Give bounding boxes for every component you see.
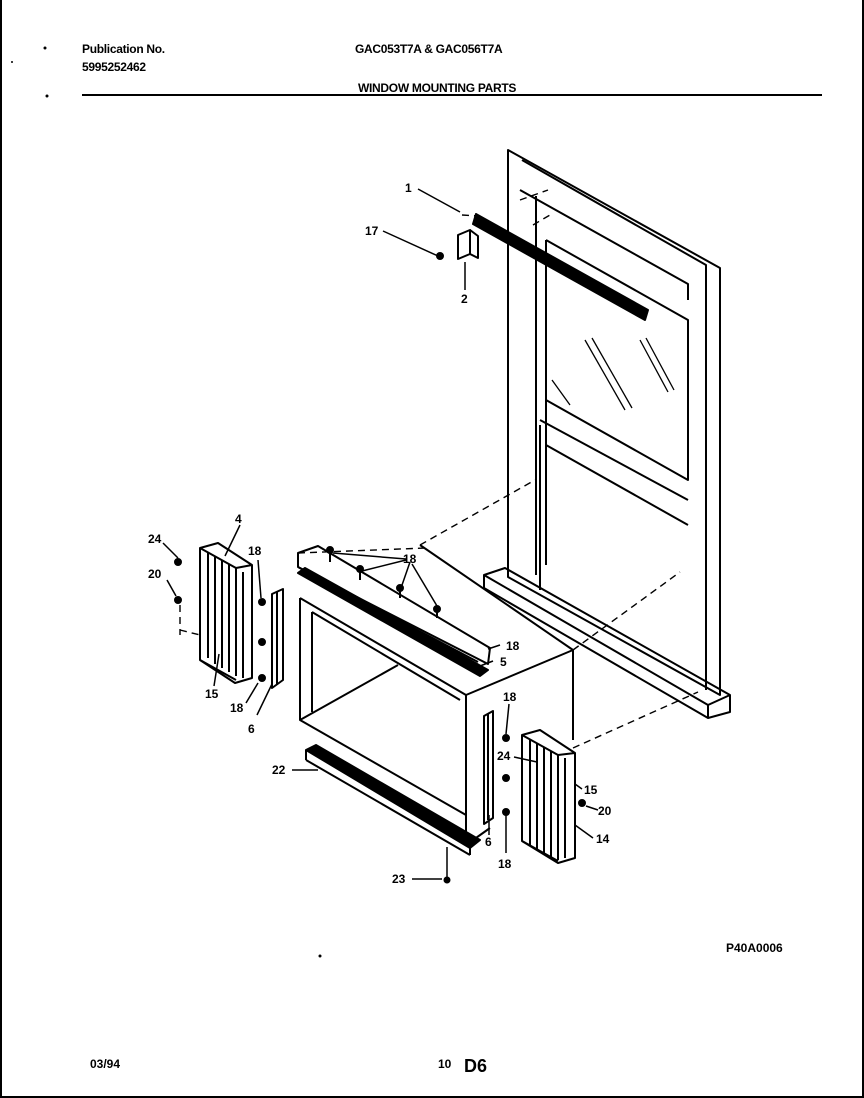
right-side-curtain-part-15 (521, 729, 576, 864)
diagram-id: P40A0006 (726, 941, 783, 955)
section-title: WINDOW MOUNTING PARTS (358, 81, 517, 95)
screws-part-18-top (326, 546, 441, 618)
publication-number: 5995252462 (82, 60, 146, 74)
page-border-right (862, 0, 864, 1098)
callout-20-right: 20 (598, 804, 612, 818)
callout-5: 5 (500, 655, 507, 669)
callout-15-right: 15 (584, 783, 598, 797)
callout-leader-lines (162, 188, 599, 880)
scan-specks (11, 46, 322, 958)
right-channel-part-6 (483, 710, 494, 825)
top-rail-part-1 (472, 213, 649, 321)
callout-15-left: 15 (205, 687, 219, 701)
left-channel-part-6 (271, 588, 284, 689)
installation-guide-lines (179, 189, 699, 749)
callout-18-angle: 18 (506, 639, 520, 653)
footer-page-number: 10 (438, 1057, 452, 1071)
screws-part-18-left (258, 598, 266, 682)
callout-6-right: 6 (485, 835, 492, 849)
callout-18-left-top: 18 (248, 544, 262, 558)
page-border-bottom (0, 1096, 864, 1098)
callout-23: 23 (392, 872, 406, 886)
callout-18-top: 18 (403, 552, 417, 566)
publication-label: Publication No. (82, 42, 165, 56)
left-side-curtain-part-4 (199, 542, 253, 684)
callout-22: 22 (272, 763, 286, 777)
mounting-bracket-part-2 (457, 229, 479, 260)
model-title: GAC053T7A & GAC056T7A (355, 42, 503, 56)
footer-page-code: D6 (464, 1056, 487, 1076)
callout-20-left: 20 (148, 567, 162, 581)
screw-part-23 (443, 876, 451, 884)
callout-4: 4 (235, 512, 242, 526)
callout-6-left: 6 (248, 722, 255, 736)
callout-18-left-bottom: 18 (230, 701, 244, 715)
screw-part-24-left (174, 558, 182, 566)
screw-part-20-right (578, 799, 586, 807)
callout-14: 14 (596, 832, 610, 846)
screw-part-20-left (174, 596, 182, 604)
screws-part-18-right (502, 734, 510, 816)
callout-18-right-bottom: 18 (498, 857, 512, 871)
window-frame (507, 149, 721, 696)
bottom-angle-part-22 (305, 744, 481, 856)
callout-18-right-top: 18 (503, 690, 517, 704)
callout-24-left: 24 (148, 532, 162, 546)
callout-2: 2 (461, 292, 468, 306)
callout-24-right: 24 (497, 749, 511, 763)
page-border-left (0, 0, 2, 1098)
window-glass-reflection (551, 337, 675, 411)
footer-date: 03/94 (90, 1057, 120, 1071)
top-angle-part-5 (297, 545, 491, 677)
cabinet-sleeve (298, 544, 574, 846)
callout-1: 1 (405, 181, 412, 195)
callout-17: 17 (365, 224, 379, 238)
header-rule (82, 94, 822, 96)
